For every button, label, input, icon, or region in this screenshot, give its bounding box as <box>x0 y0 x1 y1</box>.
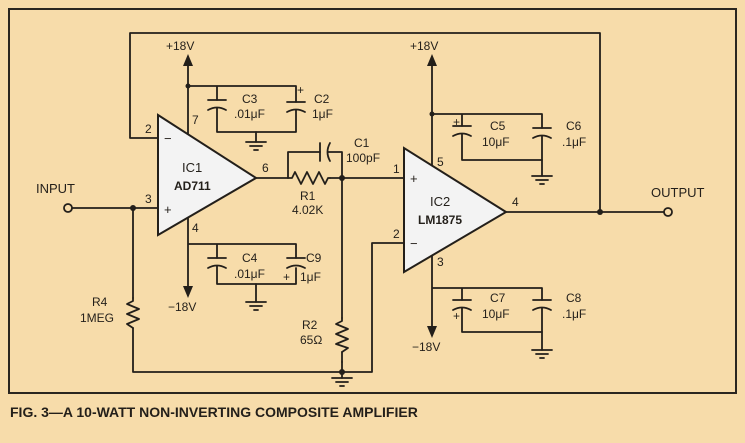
ic2-part: LM1875 <box>418 213 462 227</box>
c9-ref: C9 <box>306 251 322 265</box>
ic1-part: AD711 <box>174 179 211 193</box>
ground-symbol-main <box>331 377 353 387</box>
ground-symbol-ic1-bottom <box>245 301 267 311</box>
c7-polarity: + <box>453 309 460 323</box>
junction-dot <box>185 83 191 89</box>
ic1-vneg-wire <box>187 213 297 291</box>
c9-capacitor <box>286 257 306 269</box>
c2-polarity: + <box>297 83 304 97</box>
c7-value: 10μF <box>482 307 510 321</box>
output-terminal <box>663 207 673 217</box>
c3-ref: C3 <box>242 92 258 106</box>
c8-capacitor <box>532 299 552 311</box>
figure-frame <box>8 8 737 394</box>
r4-value: 1MEG <box>80 311 114 325</box>
ic1-pin7: 7 <box>192 113 199 127</box>
c8-ref: C8 <box>566 291 582 305</box>
ic1-vpos-label: +18V <box>166 39 194 53</box>
ic1-vpos-arrow <box>183 54 193 66</box>
ic1-pin2: 2 <box>145 122 152 136</box>
c2-value: 1μF <box>312 107 333 121</box>
junction-dot <box>429 111 435 117</box>
ic1-pin4: 4 <box>192 221 199 235</box>
ic1-minus-sign: − <box>164 131 172 146</box>
c1-ref: C1 <box>354 136 370 150</box>
ic1-opamp: IC1 AD711 − + <box>157 113 258 237</box>
c5-polarity: + <box>453 115 460 129</box>
c7-capacitor <box>452 299 472 311</box>
ic2-plus-sign: + <box>410 171 418 186</box>
ic2-ref: IC2 <box>430 194 450 209</box>
c1-capacitor <box>319 142 331 162</box>
ic2-vpos-label: +18V <box>410 39 438 53</box>
ic2-vneg-arrow <box>427 326 437 338</box>
c3-capacitor <box>207 99 227 111</box>
ic2-cap-bottom <box>461 133 543 161</box>
ic2-cap2-bottom <box>461 307 543 333</box>
ic2-pin4: 4 <box>512 195 519 209</box>
c9-polarity: + <box>283 270 290 284</box>
ic2-vneg-label: −18V <box>412 340 440 354</box>
ic2-pin2: 2 <box>393 227 400 241</box>
ground-symbol-ic1-top <box>245 141 267 151</box>
ic1-vneg-arrow <box>183 286 193 298</box>
junction-dot <box>597 209 603 215</box>
c6-value: .1μF <box>562 135 586 149</box>
ic1-plus-sign: + <box>164 202 172 217</box>
c5-ref: C5 <box>490 119 506 133</box>
c2-ref: C2 <box>314 92 330 106</box>
ground-symbol-ic2-top <box>531 175 553 185</box>
r1-resistor <box>287 171 331 185</box>
input-terminal <box>63 203 73 213</box>
figure-caption: FIG. 3—A 10-WATT NON-INVERTING COMPOSITE… <box>10 404 418 420</box>
wires <box>71 32 665 379</box>
c8-value: .1μF <box>562 307 586 321</box>
c5-value: 10μF <box>482 135 510 149</box>
ic2-pin1: 1 <box>393 162 400 176</box>
ic2-opamp: IC2 LM1875 + − <box>403 146 508 274</box>
c3-value: .01μF <box>234 107 265 121</box>
c6-capacitor <box>532 127 552 139</box>
c2-capacitor <box>286 101 306 113</box>
ic2-pin5: 5 <box>437 155 444 169</box>
c4-ref: C4 <box>242 251 258 265</box>
ic2-vpos-wire <box>431 59 543 191</box>
r1-value: 4.02K <box>292 203 323 217</box>
ground-symbol-ic2-bottom <box>531 349 553 359</box>
r2-resistor <box>335 317 349 353</box>
r2-ref: R2 <box>302 318 318 332</box>
c1-bypass-wire <box>287 151 343 179</box>
ic1-pin3: 3 <box>145 192 152 206</box>
ic1-pin6: 6 <box>262 161 269 175</box>
r2-value: 65Ω <box>300 333 322 347</box>
r1-ref: R1 <box>300 189 316 203</box>
c1-value: 100pF <box>346 151 380 165</box>
ic1-vneg-label: −18V <box>168 300 196 314</box>
ic2-minus-sign: − <box>410 236 418 251</box>
r4-resistor <box>126 297 140 329</box>
c5-capacitor <box>452 125 472 137</box>
c6-ref: C6 <box>566 119 582 133</box>
junction-dot <box>339 369 345 375</box>
feedback-wire <box>129 32 601 213</box>
r4-ref: R4 <box>92 295 108 309</box>
junctions <box>130 83 603 375</box>
c9-value: 1μF <box>300 270 321 284</box>
supply-arrows <box>183 54 437 338</box>
ic1-vpos-wire <box>187 59 297 146</box>
c4-capacitor <box>207 257 227 269</box>
ic2-pin3: 3 <box>437 255 444 269</box>
junction-dot <box>130 205 136 211</box>
ic1-ref: IC1 <box>182 160 202 175</box>
c4-value: .01μF <box>234 267 265 281</box>
ic2-vpos-arrow <box>427 54 437 66</box>
input-label: INPUT <box>36 181 75 196</box>
output-label: OUTPUT <box>651 185 705 200</box>
junction-dot <box>339 175 345 181</box>
r4-wire <box>132 207 405 373</box>
c7-ref: C7 <box>490 291 506 305</box>
